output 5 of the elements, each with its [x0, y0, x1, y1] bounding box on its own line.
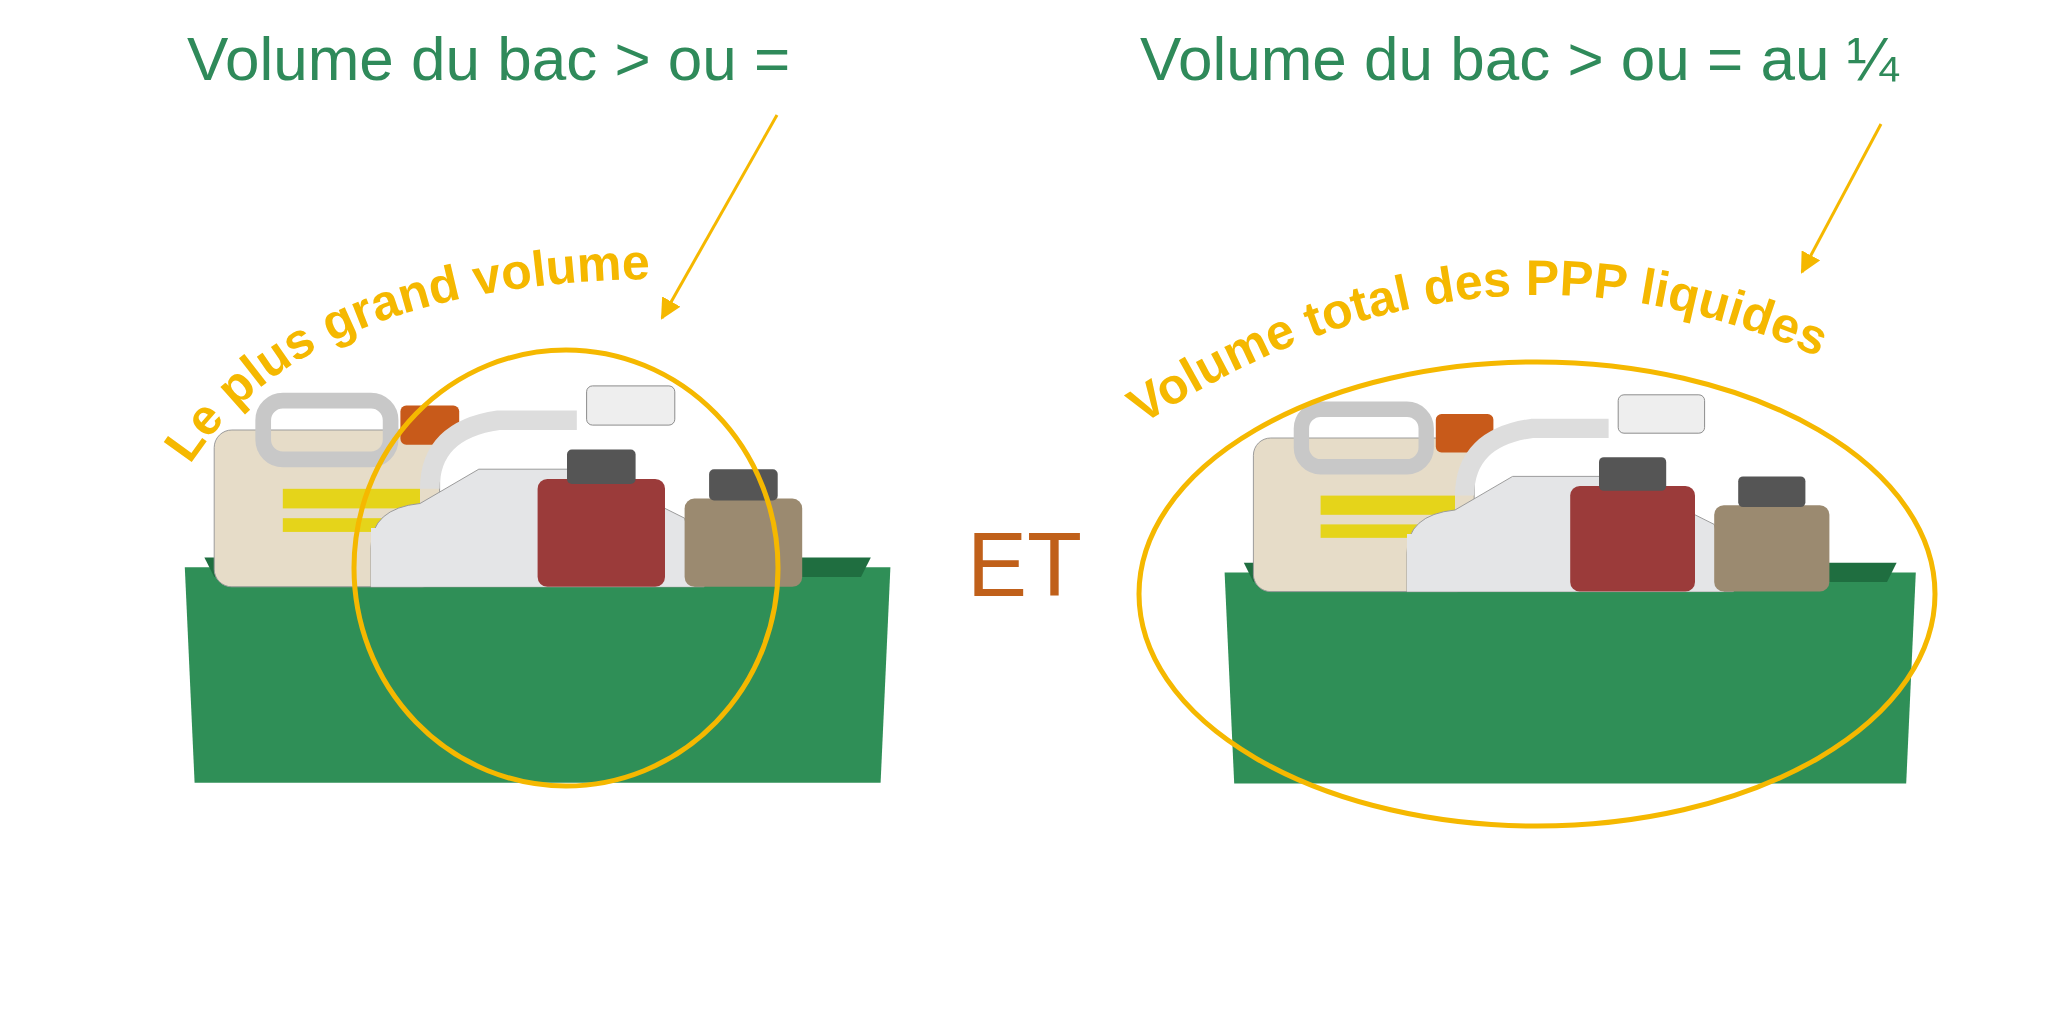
connector-word: ET [967, 520, 1082, 610]
arrow [1800, 123, 1883, 274]
heading-text: Volume du bac > ou = au ¼ [1140, 28, 1899, 90]
heading-text: Volume du bac > ou = [187, 28, 791, 90]
arrow [660, 114, 779, 320]
